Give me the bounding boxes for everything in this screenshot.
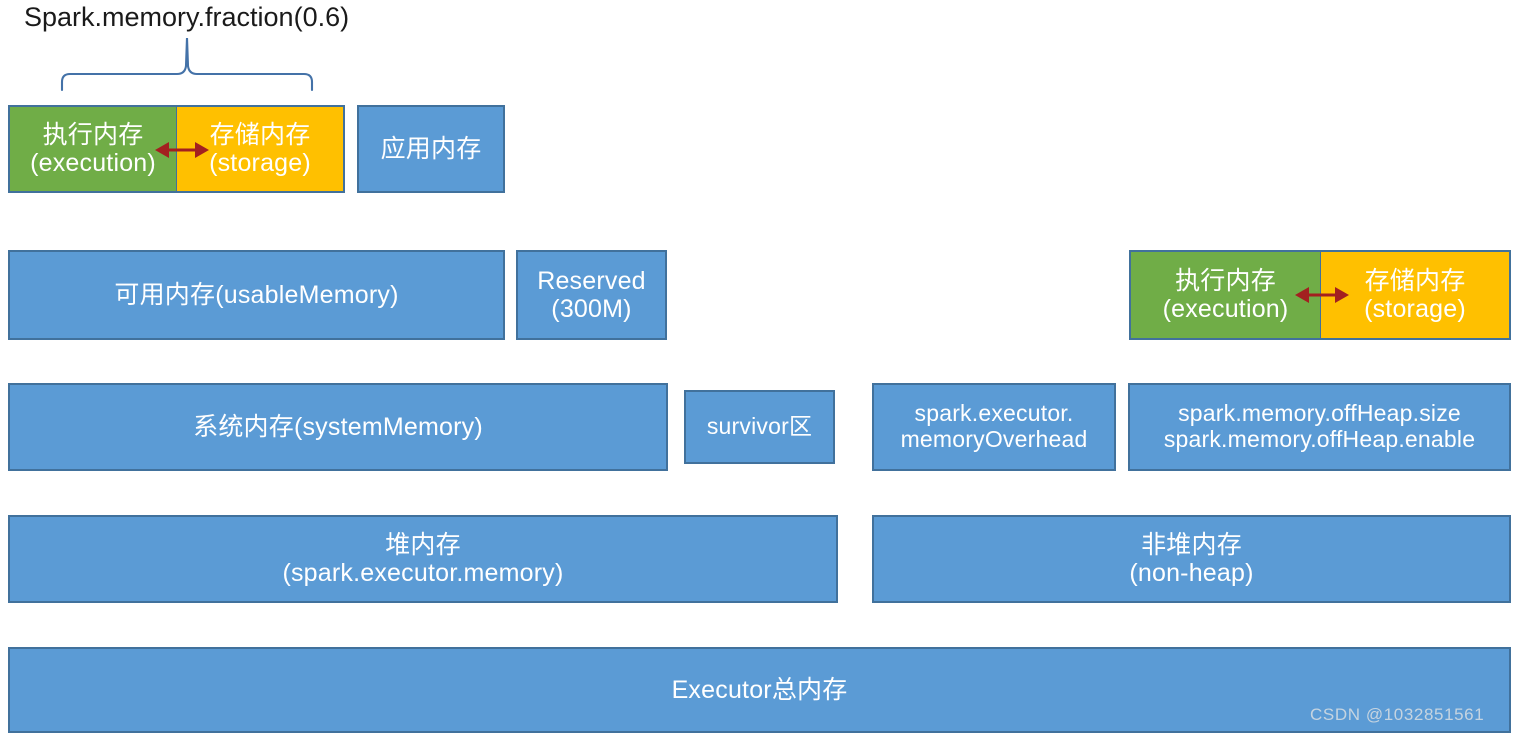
memory-overhead-box[interactable]: spark.executor. memoryOverhead (872, 383, 1116, 471)
heap-memory-box[interactable]: 堆内存 (spark.executor.memory) (8, 515, 838, 603)
offheap-execution-memory-box[interactable]: 执行内存 (execution) (1129, 250, 1320, 340)
application-memory-box[interactable]: 应用内存 (357, 105, 505, 193)
executor-total-memory-box[interactable]: Executor总内存 (8, 647, 1511, 733)
reserved-memory-box[interactable]: Reserved (300M) (516, 250, 667, 340)
csdn-watermark: CSDN @1032851561 (1310, 705, 1485, 724)
storage-memory-box[interactable]: 存储内存 (storage) (176, 105, 345, 193)
usable-memory-box[interactable]: 可用内存(usableMemory) (8, 250, 505, 340)
survivor-area-box[interactable]: survivor区 (684, 390, 835, 464)
system-memory-box[interactable]: 系统内存(systemMemory) (8, 383, 668, 471)
curly-brace-icon (60, 37, 314, 92)
non-heap-memory-box[interactable]: 非堆内存 (non-heap) (872, 515, 1511, 603)
page-title: Spark.memory.fraction(0.6) (24, 2, 350, 32)
offheap-storage-memory-box[interactable]: 存储内存 (storage) (1320, 250, 1511, 340)
execution-memory-box[interactable]: 执行内存 (execution) (8, 105, 176, 193)
offheap-config-box[interactable]: spark.memory.offHeap.size spark.memory.o… (1128, 383, 1511, 471)
